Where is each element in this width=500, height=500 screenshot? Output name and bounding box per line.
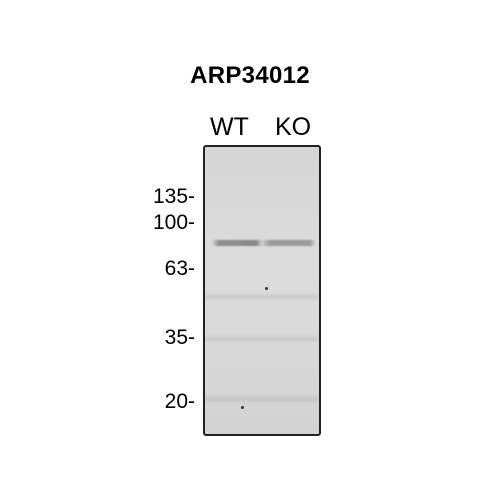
speck <box>241 406 244 409</box>
lane-label-wt: WT <box>210 113 249 141</box>
marker-63: 63- <box>164 257 195 280</box>
protein-band <box>205 240 319 246</box>
western-blot-membrane <box>203 145 321 436</box>
faint-band <box>205 295 319 299</box>
marker-100: 100- <box>152 211 195 234</box>
faint-band <box>205 397 319 401</box>
faint-band <box>205 337 319 341</box>
marker-20: 20- <box>164 390 195 413</box>
speck <box>265 287 268 290</box>
marker-35: 35- <box>164 326 195 349</box>
lane-label-ko: KO <box>275 113 312 141</box>
blot-title: ARP34012 <box>190 62 310 89</box>
marker-135: 135- <box>152 185 195 208</box>
